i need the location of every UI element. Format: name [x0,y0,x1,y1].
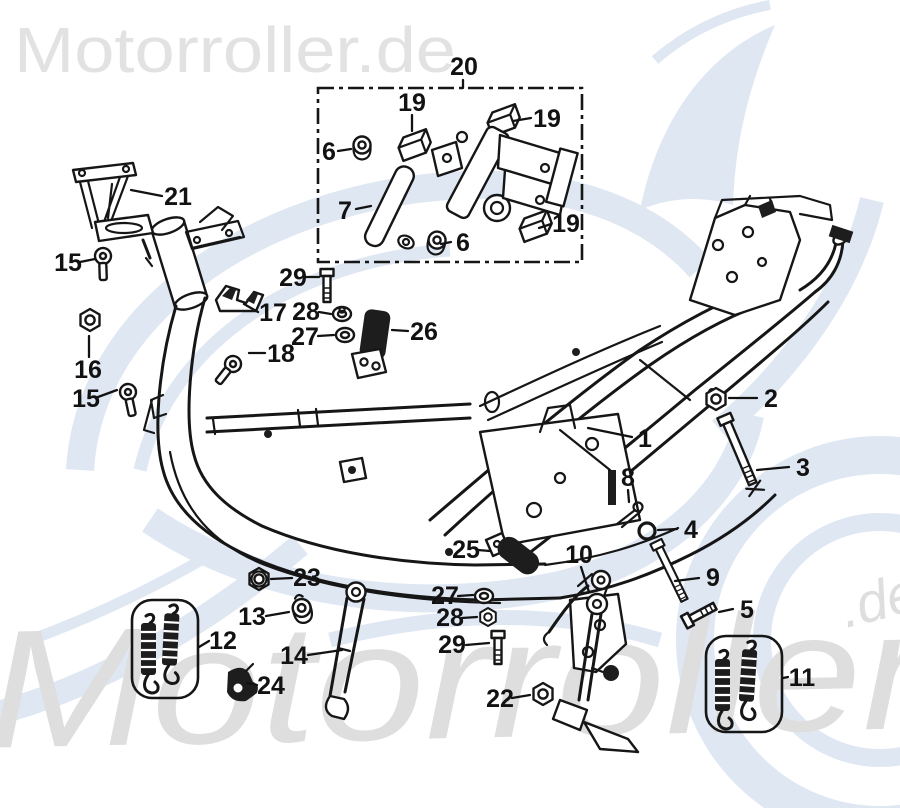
callout-14: 14 [280,642,308,670]
part-24-pivot-piece [227,662,258,702]
callout-8: 8 [621,464,635,492]
part-15-bolt-lower [110,379,150,421]
callout-19-b: 19 [533,105,561,133]
callout-27-b: 27 [431,582,459,610]
callout-9: 9 [706,564,720,592]
part-29-bolt-lower [490,629,506,666]
part-6-bushing-left [352,135,372,161]
part-28-nut-upper [331,305,353,323]
callout-29-b: 29 [438,631,466,659]
callout-24: 24 [257,672,285,700]
callout-5: 5 [740,596,754,624]
part-2-nut [705,386,727,412]
callout-23: 23 [293,564,321,592]
part-14-side-stand [324,581,367,721]
callout-6-b: 6 [456,229,470,257]
watermark-top-left: Motorroller.de [14,14,456,86]
part-15-bolt-upper [84,243,123,285]
callout-22: 22 [486,685,514,713]
callout-labels: 20 19 6 7 19 19 6 21 15 16 15 17 18 29 2… [54,53,815,713]
part-29-bolt-upper [319,267,335,304]
part-21-bracket [71,161,155,268]
part-19-damper-bottom [515,209,556,244]
frame-drawing [142,194,854,674]
callout-15-b: 15 [72,385,100,413]
callout-19-a: 19 [398,89,426,117]
part-27-washer-upper [334,326,356,344]
callout-17: 17 [259,299,287,327]
callout-29-a: 29 [279,264,307,292]
part-12-spring-kit [130,598,200,700]
callout-16: 16 [74,356,102,384]
callout-6-a: 6 [322,138,336,166]
callout-27-a: 27 [291,323,319,351]
callout-19-c: 19 [552,210,580,238]
part-4-o-ring [637,521,657,541]
callout-26: 26 [410,318,438,346]
part-27-washer-lower [473,587,495,605]
callout-7: 7 [338,197,352,225]
part-28-nut-lower [479,606,497,628]
callout-25: 25 [452,536,480,564]
group-box-20 [316,86,584,264]
callout-1: 1 [638,425,652,453]
part-13-bushing [289,593,316,627]
callout-3: 3 [796,454,810,482]
part-22-nut [532,681,554,707]
callout-20: 20 [450,53,478,81]
leader-lines [78,78,791,700]
callout-11: 11 [789,664,816,692]
callout-15-a: 15 [54,249,82,277]
part-10-center-stand [542,569,640,754]
part-11-spring-kit [704,634,784,734]
part-25-stand-rubber [484,531,540,575]
callout-13: 13 [238,603,266,631]
part-23-nut [248,566,270,592]
callout-12: 12 [209,627,237,655]
part-3-long-bolt [716,411,766,498]
part-7-sleeve-tube [363,165,416,250]
part-8-cotter-pin [615,501,644,529]
part-17-clamp-bracket [214,284,265,313]
callout-10: 10 [565,541,593,569]
callout-21: 21 [164,183,192,211]
part-26-rubber-mount [350,309,391,380]
part-20-hanger-bracket [430,125,579,223]
part-16-nut [79,307,101,333]
callout-28-b: 28 [436,604,464,632]
callout-2: 2 [764,385,778,413]
callout-28-a: 28 [292,298,320,326]
callout-18: 18 [267,340,295,368]
callout-4: 4 [684,516,698,544]
part-18-bolt [213,352,244,389]
part-19-damper-top [394,128,435,163]
